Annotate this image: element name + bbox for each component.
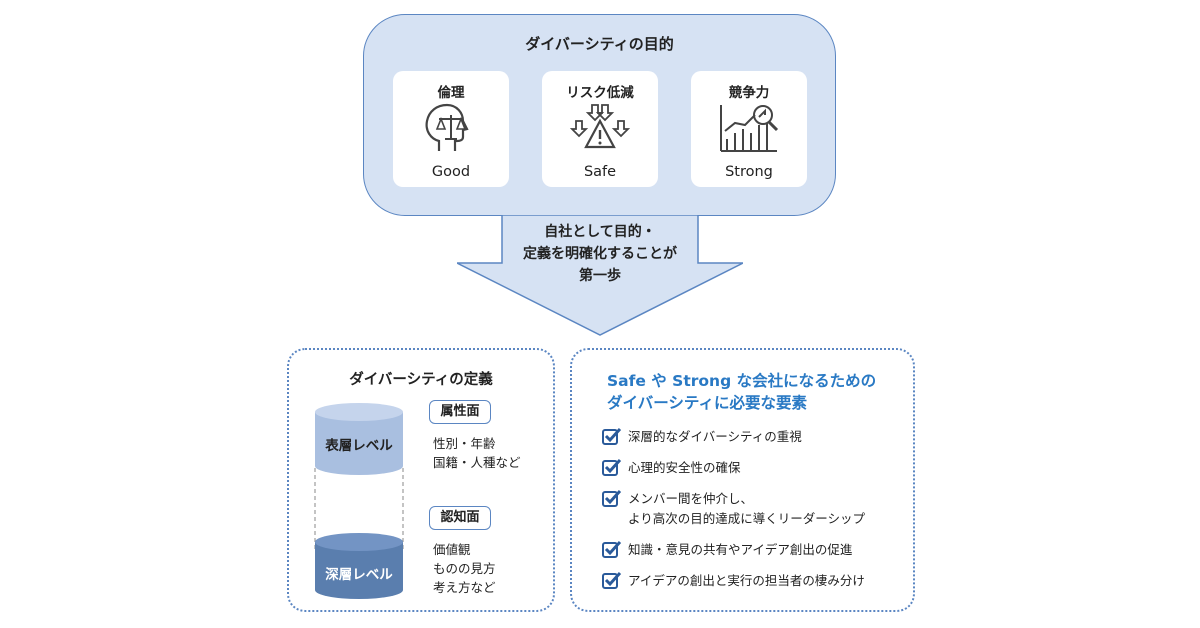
checkbox-checked-icon — [602, 571, 622, 589]
head-scales-icon — [425, 103, 469, 151]
warning-arrows-icon — [570, 104, 630, 149]
growth-chart-magnifier-icon — [720, 105, 779, 152]
arrow-text-line-1: 自社として目的・ — [544, 224, 656, 240]
card-subtitle: Safe — [583, 164, 617, 180]
requirement-text-line-2: より高次の目的達成に導くリーダーシップ — [628, 511, 866, 526]
card-subtitle: Strong — [725, 164, 773, 180]
requirements-panel: Safe や Strong な会社になるための ダイバーシティに必要な要素 深層… — [570, 348, 915, 612]
arrow-text-line-3: 第一歩 — [579, 268, 621, 284]
attribute-tag: 属性面 — [429, 400, 491, 424]
requirement-text: 心理的安全性の確保 — [628, 460, 741, 475]
card-ethics: 倫理 Good — [393, 71, 509, 187]
cognitive-line-1: 価値観 — [433, 542, 471, 557]
requirement-text: 知識・意見の共有やアイデア創出の促進 — [628, 542, 853, 557]
deep-level-label: 深層レベル — [325, 567, 393, 583]
requirements-title-line-2: ダイバーシティに必要な要素 — [607, 394, 807, 412]
requirements-title-line-1: Safe や Strong な会社になるための — [607, 372, 877, 390]
card-competitiveness: 競争力 Strong — [691, 71, 807, 187]
checkbox-checked-icon — [602, 489, 622, 507]
attribute-line-1: 性別・年齢 — [433, 436, 496, 451]
arrow-text-line-2: 定義を明確化することが — [523, 246, 677, 262]
requirement-text: 深層的なダイバーシティの重視 — [628, 429, 802, 444]
definition-title: ダイバーシティの定義 — [349, 372, 493, 388]
definition-panel: ダイバーシティの定義 表層レベル 深層レベル 属性面 性別・年齢 国籍・人種など… — [287, 348, 555, 612]
level-cylinders — [314, 403, 404, 599]
card-heading: リスク低減 — [566, 85, 634, 101]
cognitive-line-2: ものの見方 — [433, 561, 496, 576]
cognitive-tag: 認知面 — [429, 506, 491, 530]
checkbox-checked-icon — [602, 540, 622, 558]
card-risk: リスク低減 Safe — [542, 71, 658, 187]
checkbox-checked-icon — [602, 458, 622, 476]
card-heading: 倫理 — [437, 85, 465, 101]
down-arrow-icon — [457, 215, 743, 336]
requirement-text: メンバー間を仲介し、 — [628, 491, 754, 506]
requirement-text: アイデアの創出と実行の担当者の棲み分け — [628, 573, 865, 588]
card-subtitle: Good — [431, 164, 471, 180]
attribute-line-2: 国籍・人種など — [433, 455, 521, 470]
purpose-panel: ダイバーシティの目的 倫理 Good リスク低減 Safe 競争力 — [363, 14, 836, 216]
checkbox-checked-icon — [602, 427, 622, 445]
card-heading: 競争力 — [728, 85, 770, 101]
cognitive-line-3: 考え方など — [433, 580, 496, 595]
purpose-title: ダイバーシティの目的 — [525, 35, 674, 53]
surface-level-label: 表層レベル — [325, 438, 393, 454]
